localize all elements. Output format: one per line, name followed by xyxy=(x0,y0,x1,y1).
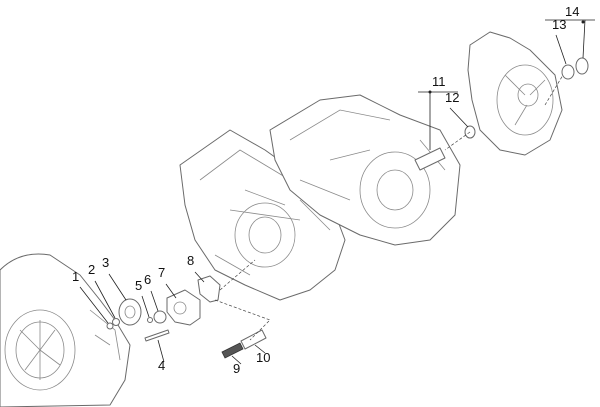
part-9-spring xyxy=(221,342,244,359)
left-engine-cover xyxy=(0,253,131,407)
part-5-oring xyxy=(147,317,153,323)
crankcase-main xyxy=(269,94,461,246)
label-2: 2 xyxy=(88,262,96,277)
part-3-gear xyxy=(118,298,142,326)
label-12: 12 xyxy=(445,90,460,105)
label-6: 6 xyxy=(144,272,152,287)
crankcase-half-left xyxy=(179,129,346,301)
label-13: 13 xyxy=(552,17,567,32)
part-4-bolt xyxy=(144,329,170,342)
part-1-washer xyxy=(106,322,114,330)
label-7: 7 xyxy=(158,265,166,280)
label-9: 9 xyxy=(233,361,241,376)
leader-lines xyxy=(79,19,595,365)
part-10-plunger xyxy=(240,329,267,350)
part-6-rotor xyxy=(153,310,167,324)
label-3: 3 xyxy=(102,255,110,270)
label-1: 1 xyxy=(72,269,80,284)
part-14-seal xyxy=(575,57,589,75)
right-engine-cover xyxy=(467,31,563,156)
part-8-gasket xyxy=(197,275,221,303)
label-5: 5 xyxy=(135,278,143,293)
label-10: 10 xyxy=(256,350,271,365)
part-7-oil-pump xyxy=(166,289,201,326)
part-2-nut xyxy=(112,318,120,326)
label-4: 4 xyxy=(158,358,166,373)
label-11: 11 xyxy=(432,74,446,89)
part-11-filter xyxy=(414,147,446,171)
part-13-oring xyxy=(561,64,575,80)
label-8: 8 xyxy=(187,253,195,268)
label-14: 14 xyxy=(565,4,580,19)
